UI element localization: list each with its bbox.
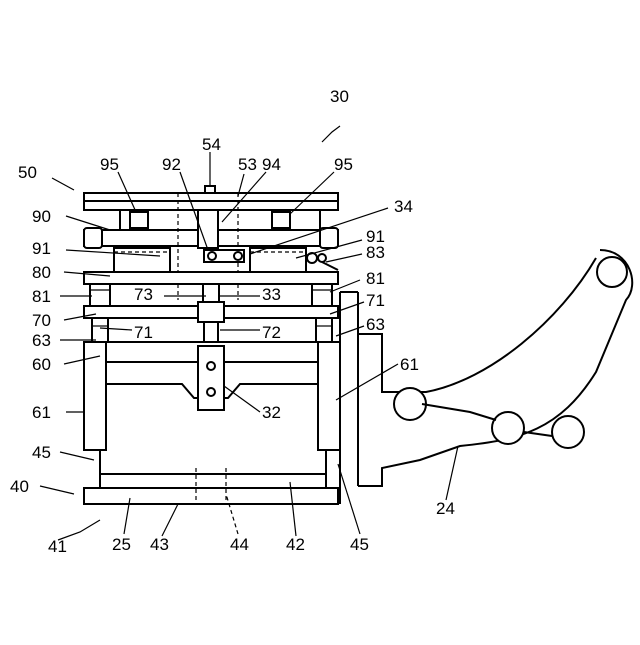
top-plate-50 bbox=[84, 186, 338, 210]
label-90: 90 bbox=[32, 207, 51, 226]
plate-70 bbox=[84, 302, 338, 344]
label-61-left: 61 bbox=[32, 403, 51, 422]
label-95-left: 95 bbox=[100, 155, 119, 174]
label-60: 60 bbox=[32, 355, 51, 374]
label-42: 42 bbox=[286, 535, 305, 554]
plate-80 bbox=[84, 272, 338, 306]
label-50: 50 bbox=[18, 163, 37, 182]
label-92: 92 bbox=[162, 155, 181, 174]
label-24: 24 bbox=[436, 499, 455, 518]
label-94: 94 bbox=[262, 155, 281, 174]
label-44: 44 bbox=[230, 535, 249, 554]
label-40: 40 bbox=[10, 477, 29, 496]
label-54: 54 bbox=[202, 135, 221, 154]
label-70: 70 bbox=[32, 311, 51, 330]
label-71-left: 71 bbox=[134, 323, 153, 342]
label-32: 32 bbox=[262, 403, 281, 422]
label-73: 73 bbox=[134, 285, 153, 304]
label-30: 30 bbox=[330, 87, 349, 106]
label-63-right: 63 bbox=[366, 315, 385, 334]
label-61-right: 61 bbox=[400, 355, 419, 374]
label-83: 83 bbox=[366, 243, 385, 262]
label-53: 53 bbox=[238, 155, 257, 174]
label-41: 41 bbox=[48, 537, 67, 556]
label-71-right: 71 bbox=[366, 291, 385, 310]
label-34: 34 bbox=[394, 197, 413, 216]
label-81-right: 81 bbox=[366, 269, 385, 288]
label-95-right: 95 bbox=[334, 155, 353, 174]
label-81-left: 81 bbox=[32, 287, 51, 306]
label-72: 72 bbox=[262, 323, 281, 342]
link-assembly-91 bbox=[114, 248, 338, 272]
plate-60 bbox=[84, 342, 340, 450]
label-63-left: 63 bbox=[32, 331, 51, 350]
label-91-left: 91 bbox=[32, 239, 51, 258]
label-43: 43 bbox=[150, 535, 169, 554]
label-80: 80 bbox=[32, 263, 51, 282]
label-45-left: 45 bbox=[32, 443, 51, 462]
label-45-right: 45 bbox=[350, 535, 369, 554]
label-25: 25 bbox=[112, 535, 131, 554]
label-33: 33 bbox=[262, 285, 281, 304]
